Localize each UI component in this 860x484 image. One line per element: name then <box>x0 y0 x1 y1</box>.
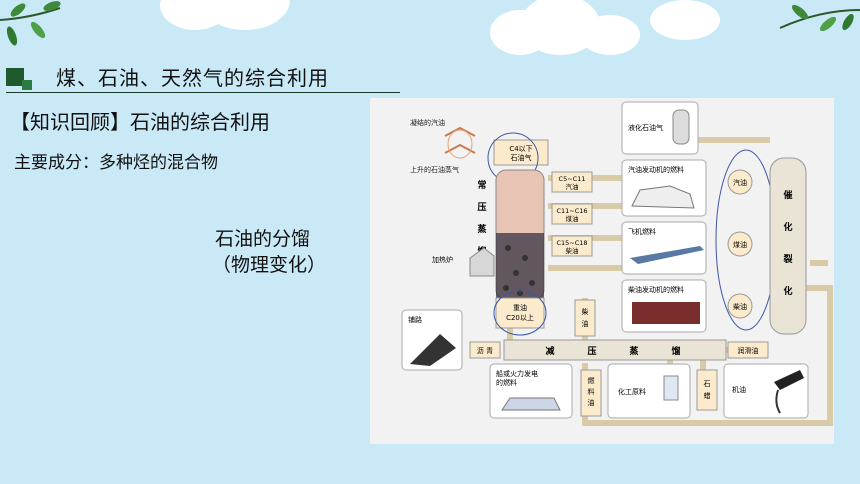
tower-label: 蒸 <box>477 223 486 235</box>
slide-title: 煤、石油、天然气的综合利用 <box>56 66 329 90</box>
tower-label: 压 <box>477 202 486 213</box>
c11-label: C11~C16 <box>556 207 587 215</box>
wax-label: 蜡 <box>704 391 711 400</box>
gasoline-label: 汽油 <box>733 178 747 187</box>
heavy-oil-label: 重油 <box>513 303 527 312</box>
c5-label: C5~C11 <box>559 175 586 183</box>
wax-label: 石 <box>704 380 711 388</box>
vacuum-label: 压 <box>587 346 596 357</box>
kerosene-label: 煤油 <box>733 240 747 249</box>
rising-vapor-label: 上升的石油蒸气 <box>410 165 459 174</box>
cracking-label: 裂 <box>782 253 792 265</box>
engine-oil-label: 机油 <box>732 385 746 394</box>
heavy-oil-label: C20以上 <box>506 313 534 322</box>
ship-fuel-label: 的燃料 <box>496 378 517 387</box>
fuel-oil-label: 料 <box>588 387 595 396</box>
c5-label: 汽油 <box>566 182 579 191</box>
ship-fuel-label: 船或火力发电 <box>496 369 538 378</box>
plane-fuel-label: 飞机燃料 <box>628 227 656 236</box>
vacuum-diesel-label: 油 <box>582 319 589 328</box>
title-underline <box>6 60 400 93</box>
title-square-icon <box>6 68 24 86</box>
fuel-oil-label: 油 <box>588 398 595 407</box>
vacuum-diesel-label: 柴 <box>582 307 589 316</box>
train-fuel-label: 柴油发动机的燃料 <box>628 285 684 294</box>
furnace-label: 加热炉 <box>432 255 453 264</box>
condensed-oil-label: 凝结的汽油 <box>410 118 445 127</box>
chem-material-label: 化工原料 <box>618 387 646 396</box>
road-label: 铺路 <box>408 315 422 324</box>
cloud-decoration <box>580 15 640 55</box>
vacuum-label: 减 <box>545 345 554 357</box>
fuel-oil-label: 燃 <box>588 376 595 385</box>
lpg-label: 液化石油气 <box>628 123 663 132</box>
asphalt-label: 沥 青 <box>477 346 493 355</box>
tower-label: 常 <box>477 179 486 191</box>
c4-label: C4以下 <box>509 145 532 153</box>
vacuum-label: 馏 <box>670 345 680 357</box>
leaf-branch-icon <box>0 1 61 46</box>
cracking-label: 化 <box>783 285 792 297</box>
title-square-icon <box>22 80 32 90</box>
petroleum-diagram: 凝结的汽油 上升的石油蒸气 C4以下 石油气 重油 C20以上 常 压 蒸 馏 … <box>370 98 834 444</box>
cracking-label: 化 <box>783 221 792 233</box>
main-component-text: 主要成分：多种烃的混合物 <box>14 153 218 173</box>
cracking-label: 催 <box>783 189 792 201</box>
c15-label: C15~C18 <box>556 239 587 247</box>
c11-label: 煤油 <box>566 214 579 223</box>
c15-label: 柴油 <box>566 246 579 255</box>
lube-label: 润滑油 <box>738 346 759 355</box>
cloud-decoration <box>650 0 720 40</box>
physical-change-note: （物理变化） <box>212 254 327 276</box>
car-fuel-label: 汽油发动机的燃料 <box>628 165 684 174</box>
vacuum-label: 蒸 <box>629 345 638 357</box>
distillation-note: 石油的分馏 <box>215 228 311 250</box>
diesel-label: 柴油 <box>733 302 747 311</box>
section-subtitle: 【知识回顾】石油的综合利用 <box>10 110 270 134</box>
leaf-branch-icon <box>779 4 860 32</box>
c4-label: 石油气 <box>511 153 532 162</box>
